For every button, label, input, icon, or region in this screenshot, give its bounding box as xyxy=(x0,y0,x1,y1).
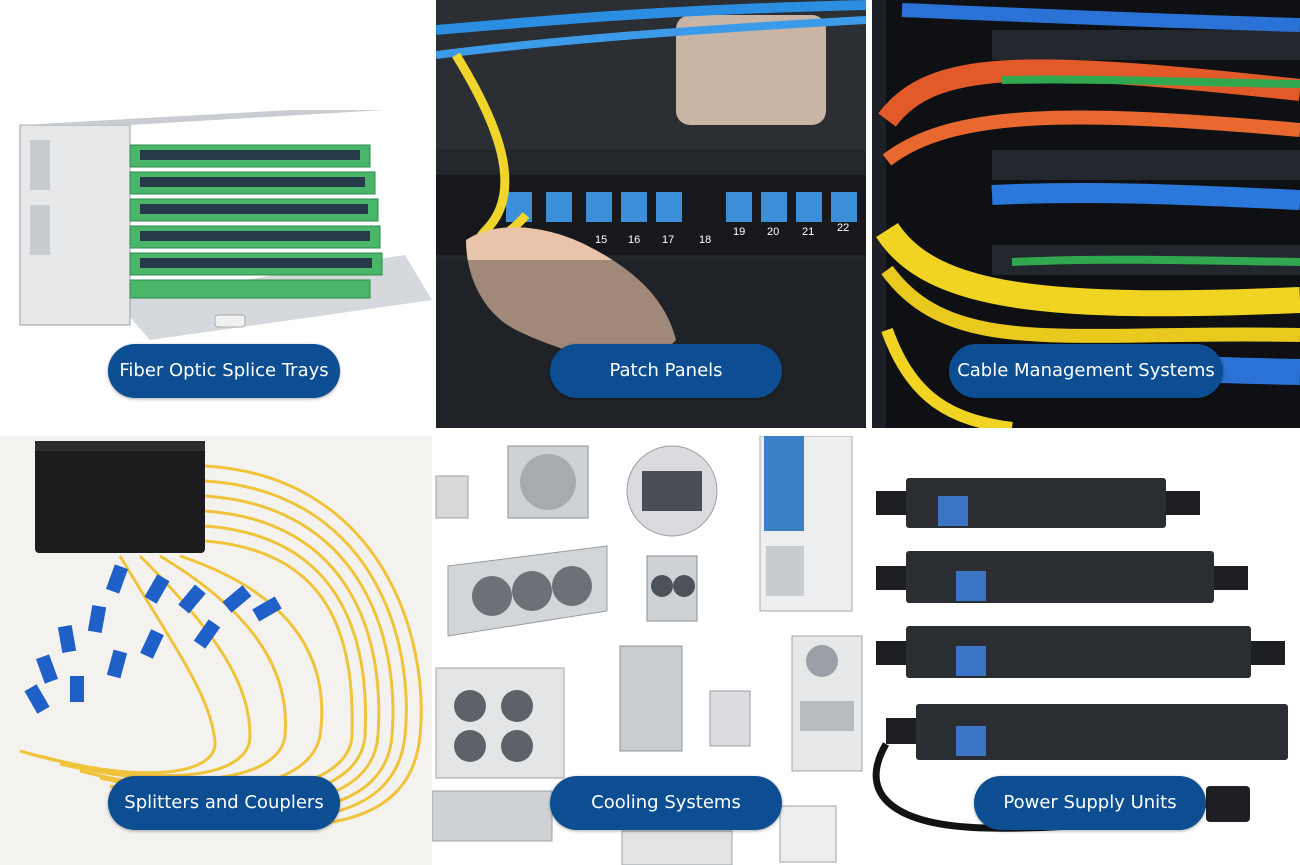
pdu-image xyxy=(866,436,1300,865)
category-label[interactable]: Fiber Optic Splice Trays xyxy=(108,344,340,398)
port-number: 21 xyxy=(802,226,815,238)
port-number: 19 xyxy=(733,226,746,238)
tile-splitters-and-couplers[interactable]: Splitters and Couplers xyxy=(0,436,432,865)
tile-cable-management-systems[interactable]: Cable Management Systems xyxy=(872,0,1300,428)
port-number: 20 xyxy=(767,226,780,238)
port-number: 22 xyxy=(837,222,850,234)
tile-power-supply-units[interactable]: Power Supply Units xyxy=(866,436,1300,865)
category-label[interactable]: Splitters and Couplers xyxy=(108,776,340,830)
category-label[interactable]: Cable Management Systems xyxy=(949,344,1223,398)
port-number: 18 xyxy=(699,234,712,246)
tile-cooling-systems[interactable]: Cooling Systems xyxy=(432,436,866,865)
port-number: 16 xyxy=(628,234,641,246)
category-label[interactable]: Cooling Systems xyxy=(550,776,782,830)
port-number: 15 xyxy=(595,234,608,246)
tile-fiber-optic-splice-trays[interactable]: Fiber Optic Splice Trays xyxy=(0,0,432,432)
category-label[interactable]: Power Supply Units xyxy=(974,776,1206,830)
tile-patch-panels[interactable]: 15 16 17 18 19 20 21 22 Patch Panels xyxy=(436,0,866,428)
category-label[interactable]: Patch Panels xyxy=(550,344,782,398)
splice-tray-image xyxy=(0,0,432,432)
cooling-products-image xyxy=(432,436,866,865)
port-number: 17 xyxy=(662,234,675,246)
splitter-image xyxy=(0,436,432,865)
